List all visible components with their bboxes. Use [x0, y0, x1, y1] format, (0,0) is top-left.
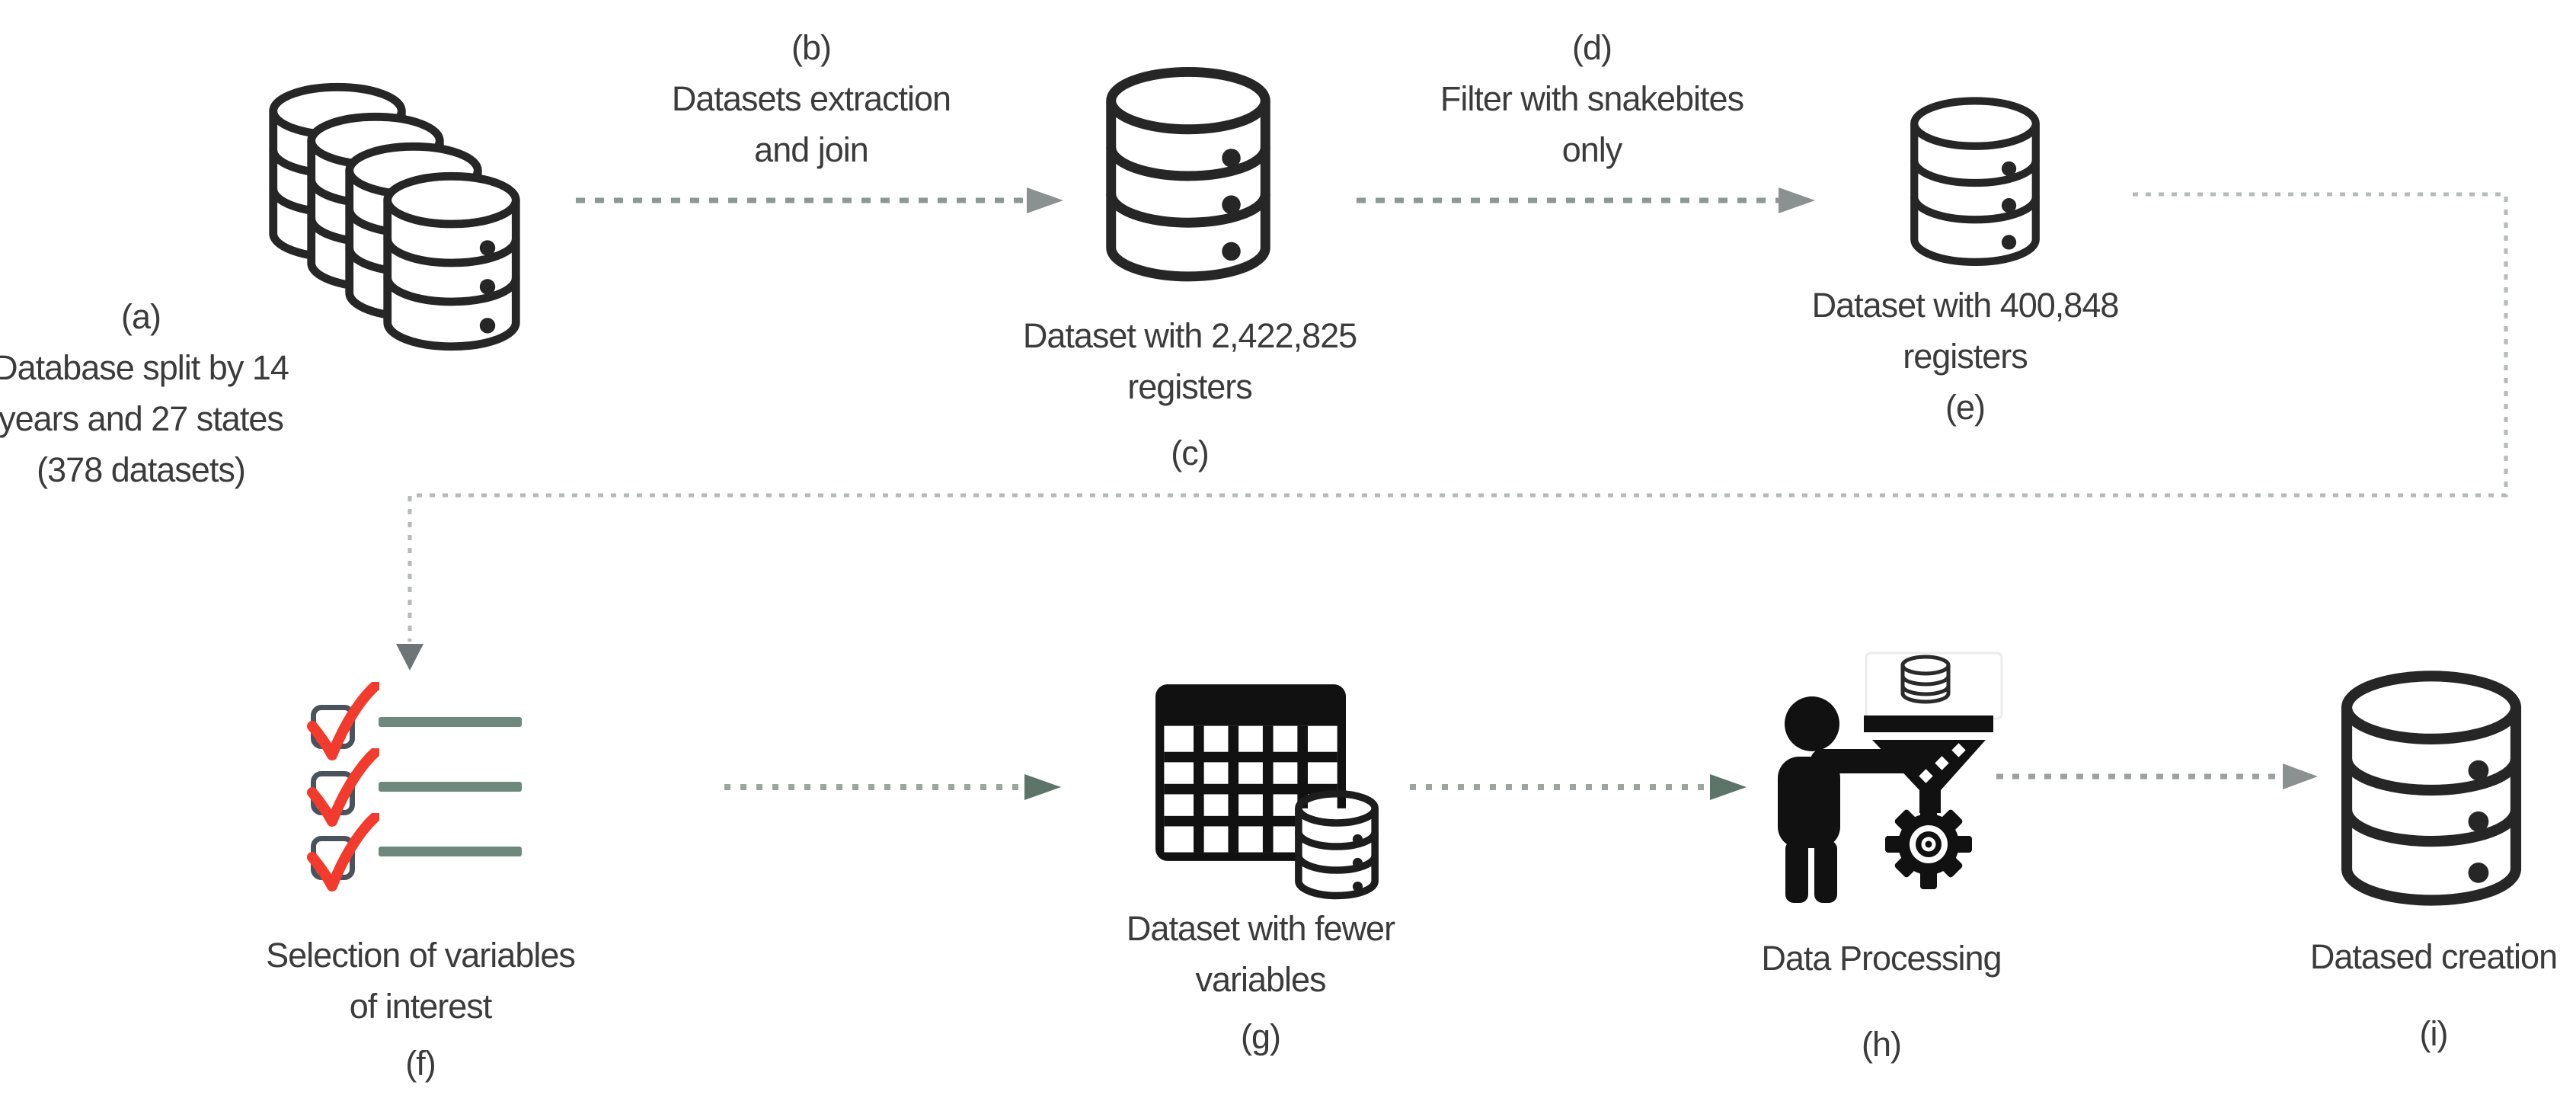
step-tag: (a) — [121, 297, 161, 336]
step-tag: (e) — [1945, 388, 1986, 427]
node-h-label: Data Processing (h) — [1653, 933, 2110, 1070]
node-c-label: Dataset with 2,422,825 registers (c) — [961, 310, 1418, 479]
gear-icon — [1885, 801, 1972, 889]
dashed-arrow-icon — [1410, 774, 1747, 800]
checklist-icon — [303, 682, 532, 888]
step-tag: (g) — [1241, 1017, 1281, 1056]
dashed-arrow-icon — [724, 774, 1061, 800]
list-line — [379, 782, 522, 792]
dashed-arrow-icon — [1996, 763, 2318, 789]
mini-database-icon — [1900, 655, 1951, 704]
step-tag: (b) — [791, 28, 832, 67]
step-tag: (h) — [1862, 1025, 1902, 1064]
small-database-icon — [1295, 790, 1379, 900]
node-d-label: (d) Filter with snakebites only — [1363, 22, 1820, 175]
person-funnel-gear-icon — [1778, 651, 2003, 903]
step-tag: (i) — [2419, 1014, 2449, 1053]
step-tag: (d) — [1572, 28, 1612, 67]
checkmark-icon — [303, 813, 379, 897]
table-database-icon — [1155, 684, 1388, 905]
node-f-label: Selection of variables of interest (f) — [192, 930, 649, 1089]
node-a-label: (a) Database split by 14 years and 27 st… — [0, 291, 369, 495]
database-icon — [2328, 668, 2535, 912]
node-i-label: Datased creation (i) — [2205, 931, 2576, 1059]
node-b-label: (b) Datasets extraction and join — [583, 22, 1040, 175]
list-line — [379, 847, 522, 856]
step-tag: (f) — [405, 1044, 436, 1083]
node-e-label: Dataset with 400,848 registers (e) — [1737, 280, 2194, 433]
dashed-arrow-icon — [576, 187, 1063, 213]
step-tag: (c) — [1171, 434, 1209, 472]
table-icon — [1155, 684, 1346, 861]
list-line — [379, 717, 522, 727]
dashed-arrow-icon — [1357, 187, 1815, 213]
node-g-label: Dataset with fewer variables (g) — [1032, 903, 1489, 1062]
person-icon — [1778, 696, 1925, 903]
